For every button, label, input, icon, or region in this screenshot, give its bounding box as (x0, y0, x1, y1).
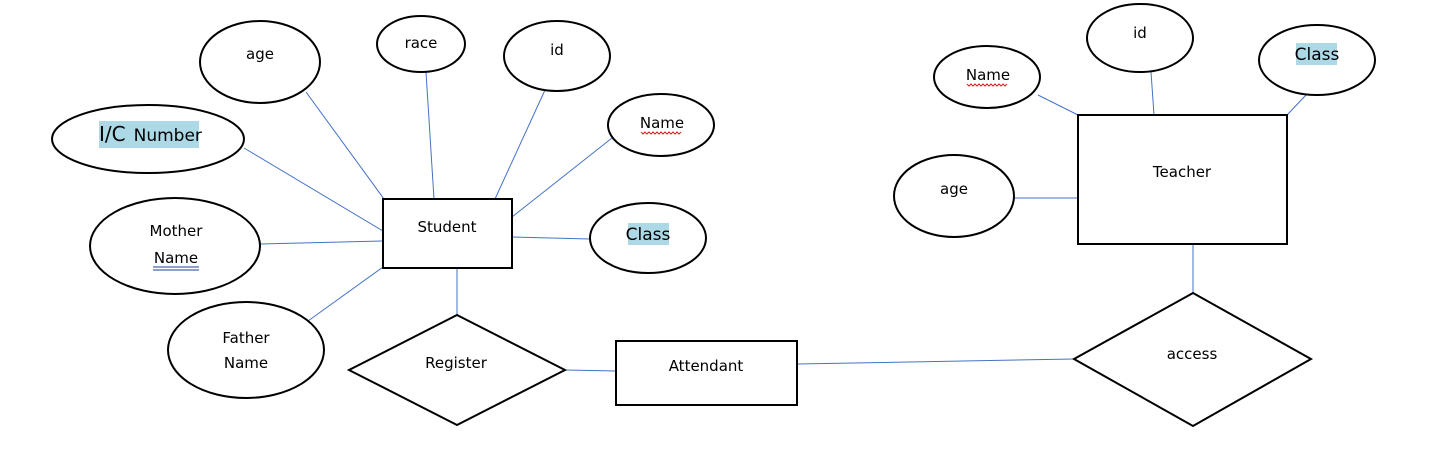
teacher-attr-age: age (893, 154, 1015, 238)
student-attr-name: Name (607, 93, 715, 157)
conn-tclass-teacher (1286, 94, 1307, 116)
conn-name-student (511, 137, 613, 218)
student-attr-race-label: race (405, 34, 438, 52)
student-label: Student (417, 218, 476, 236)
teacher-label: Teacher (1152, 163, 1212, 181)
student-attr-class: Class (589, 202, 707, 274)
teacher-box (1077, 114, 1288, 245)
student-attr-id: id (503, 20, 611, 92)
student-attr-father-name: Father Name (167, 301, 325, 399)
class-highlight (628, 223, 669, 245)
student-box (382, 198, 513, 269)
student-attr-name-label: Name (640, 114, 684, 132)
teacher-entity: Teacher (1077, 114, 1288, 245)
student-attr-mother-name: Mother Name (89, 197, 261, 295)
connectors (243, 71, 1307, 372)
teacher-attr-name-label: Name (966, 66, 1010, 84)
conn-father-student (307, 266, 384, 322)
attendant-label: Attendant (669, 357, 744, 375)
teacher-attr-id: id (1086, 3, 1194, 73)
teacher-attr-id-label: id (1133, 24, 1147, 42)
conn-tname-teacher (1037, 94, 1079, 116)
access-label: access (1167, 345, 1218, 363)
conn-id-student (494, 89, 546, 200)
conn-class-student (511, 236, 591, 240)
mother-line1-label: Mother (150, 222, 204, 240)
student-attr-race: race (376, 15, 466, 73)
spellcheck-underline (640, 131, 682, 135)
conn-ic-student (243, 147, 384, 232)
register-diamond (346, 313, 568, 427)
teacher-attr-age-label: age (940, 180, 968, 198)
student-attr-class-label: Class (626, 225, 671, 245)
mother-line2-label: Name (154, 249, 198, 267)
teacher-attr-name: Name (933, 45, 1041, 109)
attendant-box (615, 340, 798, 406)
access-diamond (1071, 291, 1314, 428)
ic-number-highlight (99, 121, 199, 148)
attendant-entity: Attendant (615, 340, 798, 406)
access-relationship: access (1071, 291, 1314, 428)
register-label: Register (425, 354, 488, 372)
teacher-attr-class-label: Class (1295, 45, 1340, 65)
conn-tid-teacher (1150, 71, 1155, 116)
conn-age-student (305, 91, 385, 200)
student-attr-ic-number: I/C Number (51, 104, 245, 174)
student-attr-age-label: age (246, 45, 274, 63)
conn-race-student (425, 71, 435, 200)
teacher-class-highlight (1296, 43, 1337, 65)
spellcheck-underline (966, 83, 1008, 87)
father-line1-label: Father (222, 329, 270, 347)
conn-mother-student (259, 240, 384, 245)
register-relationship: Register (346, 313, 568, 427)
student-entity: Student (382, 198, 513, 269)
student-attr-id-label: id (550, 41, 564, 59)
student-attr-age: age (199, 20, 321, 104)
student-attr-ic-number-label: I/C Number (99, 122, 202, 146)
father-line2-label: Name (224, 354, 268, 372)
conn-attendant-access (796, 358, 1075, 365)
teacher-attr-class: Class (1258, 24, 1376, 96)
conn-register-attendant (564, 369, 617, 372)
